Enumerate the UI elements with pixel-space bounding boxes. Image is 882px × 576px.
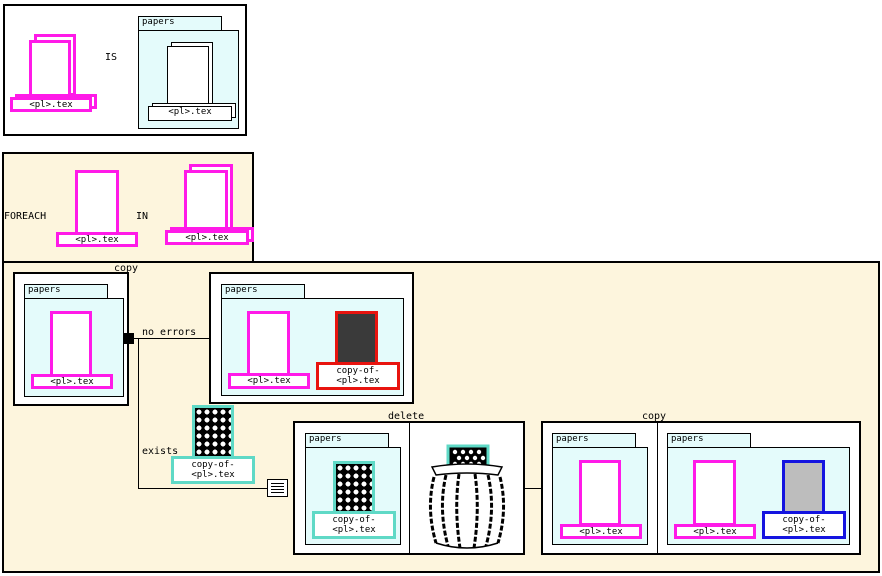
is-keyword: IS xyxy=(105,52,118,63)
tag-line-1: copy-of- xyxy=(332,515,376,525)
tag-line-2: <pl>.tex xyxy=(782,525,826,535)
replaced-copy-file-tag: copy-of- <pl>.tex xyxy=(762,511,846,539)
papers-folder-icon[interactable]: <pl>.tex xyxy=(138,30,239,129)
item-file-tag: <pl>.tex xyxy=(56,232,138,247)
new-copy-file-tag: copy-of- <pl>.tex xyxy=(316,362,400,390)
source-file-icon xyxy=(247,311,290,377)
exists-label: exists xyxy=(142,446,179,457)
delete-panel-divider xyxy=(409,423,410,553)
selected-file-tag: <pl>.tex xyxy=(10,97,92,112)
copy-title: copy xyxy=(114,263,139,274)
tag-line-2: <pl>.tex xyxy=(191,470,235,480)
no-errors-label: no errors xyxy=(142,327,197,338)
existing-copy-file-icon[interactable] xyxy=(192,405,234,460)
selected-file-icon xyxy=(29,40,71,102)
new-copy-file-icon xyxy=(335,311,378,367)
copy-again-title: copy xyxy=(642,411,667,422)
papers-folder-tab: papers xyxy=(667,433,751,448)
delete-to-copy-connector xyxy=(524,488,542,489)
tag-line-2: <pl>.tex xyxy=(332,525,376,535)
file-icon xyxy=(167,46,209,110)
papers-folder-tab: papers xyxy=(138,16,222,31)
is-rule-panel: <pl>.tex IS papers <pl>.tex xyxy=(3,4,247,136)
document-list-icon[interactable] xyxy=(267,479,288,497)
exists-connector-vertical xyxy=(138,338,139,489)
copy-again-divider xyxy=(657,423,658,553)
copy-again-panel[interactable]: papers <pl>.tex papers <pl>.tex copy-of-… xyxy=(541,421,861,555)
existing-copy-file-icon xyxy=(333,461,375,517)
source-file-tag: <pl>.tex xyxy=(31,374,113,389)
replaced-copy-file-icon xyxy=(782,460,825,516)
exists-connector-horizontal xyxy=(138,488,268,489)
papers-folder-icon[interactable]: <pl>.tex xyxy=(552,447,648,545)
existing-copy-file-tag: copy-of- <pl>.tex xyxy=(171,456,255,484)
tag-line-1: copy-of- xyxy=(782,515,826,525)
papers-folder-icon[interactable]: <pl>.tex copy-of- <pl>.tex xyxy=(667,447,850,545)
tag-line-2: <pl>.tex xyxy=(336,376,380,386)
papers-folder-icon[interactable]: copy-of- <pl>.tex xyxy=(305,447,401,545)
branch-junction-handle[interactable] xyxy=(123,333,134,344)
source-file-icon xyxy=(50,311,92,377)
delete-title: delete xyxy=(388,411,425,422)
tag-line-1: copy-of- xyxy=(191,460,235,470)
source-file-tag: <pl>.tex xyxy=(674,524,756,539)
tag-line-1: copy-of- xyxy=(336,366,380,376)
copy-source-panel[interactable]: papers <pl>.tex xyxy=(13,272,129,406)
papers-folder-tab: papers xyxy=(305,433,389,448)
source-file-icon xyxy=(579,460,621,526)
papers-folder-icon[interactable]: <pl>.tex xyxy=(24,298,124,397)
papers-folder-tab: papers xyxy=(552,433,636,448)
existing-copy-file-tag: copy-of- <pl>.tex xyxy=(312,511,396,539)
papers-folder-tab: papers xyxy=(221,284,305,299)
folder-file-tag: <pl>.tex xyxy=(148,106,232,121)
trash-can-icon[interactable] xyxy=(426,443,508,553)
source-file-tag: <pl>.tex xyxy=(228,373,310,389)
in-keyword: IN xyxy=(136,211,149,222)
papers-folder-icon[interactable]: <pl>.tex copy-of- <pl>.tex xyxy=(221,298,404,396)
no-errors-connector xyxy=(129,338,210,339)
foreach-panel: FOREACH <pl>.tex IN <pl>.tex xyxy=(2,152,254,264)
delete-panel[interactable]: papers copy-of- <pl>.tex xyxy=(293,421,525,555)
collection-file-tag: <pl>.tex xyxy=(165,230,249,245)
item-file-icon xyxy=(75,170,119,238)
source-file-tag: <pl>.tex xyxy=(560,524,642,539)
papers-folder-tab: papers xyxy=(24,284,108,299)
foreach-keyword: FOREACH xyxy=(4,211,47,222)
copy-result-panel[interactable]: papers <pl>.tex copy-of- <pl>.tex xyxy=(209,272,414,404)
source-file-icon xyxy=(693,460,736,526)
